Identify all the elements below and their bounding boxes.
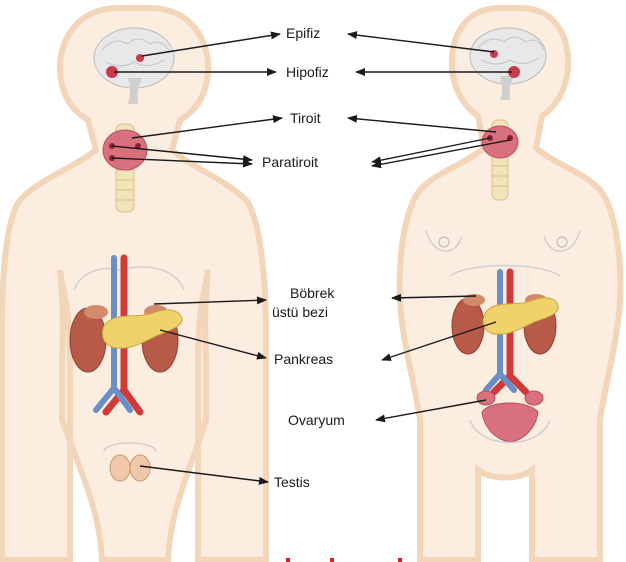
male-thyroid bbox=[103, 130, 147, 170]
female-ovary-right bbox=[525, 391, 543, 405]
male-adrenal-left bbox=[84, 305, 108, 319]
bottom-red-marks bbox=[286, 558, 402, 562]
label-ovaryum: Ovaryum bbox=[288, 412, 345, 428]
female-brain bbox=[470, 28, 546, 84]
male-testis-left bbox=[110, 455, 130, 481]
label-hipofiz: Hipofiz bbox=[286, 64, 329, 80]
female-figure bbox=[400, 8, 621, 560]
label-tiroit: Tiroit bbox=[290, 110, 321, 126]
gland-labels: Epifiz Hipofiz Tiroit Paratiroit Böbrek … bbox=[262, 25, 345, 490]
arrow-tiroit-right bbox=[348, 118, 496, 132]
female-kidney-left bbox=[452, 298, 484, 354]
label-paratiroit: Paratiroit bbox=[262, 154, 318, 170]
male-testis-right bbox=[130, 455, 150, 481]
label-bobrek-line2: üstü bezi bbox=[272, 304, 328, 320]
label-pankreas: Pankreas bbox=[274, 351, 333, 367]
female-ovary-left bbox=[477, 391, 495, 405]
label-bobrek-line1: Böbrek bbox=[290, 285, 335, 301]
label-testis: Testis bbox=[274, 474, 310, 490]
label-epifiz: Epifiz bbox=[286, 25, 320, 41]
